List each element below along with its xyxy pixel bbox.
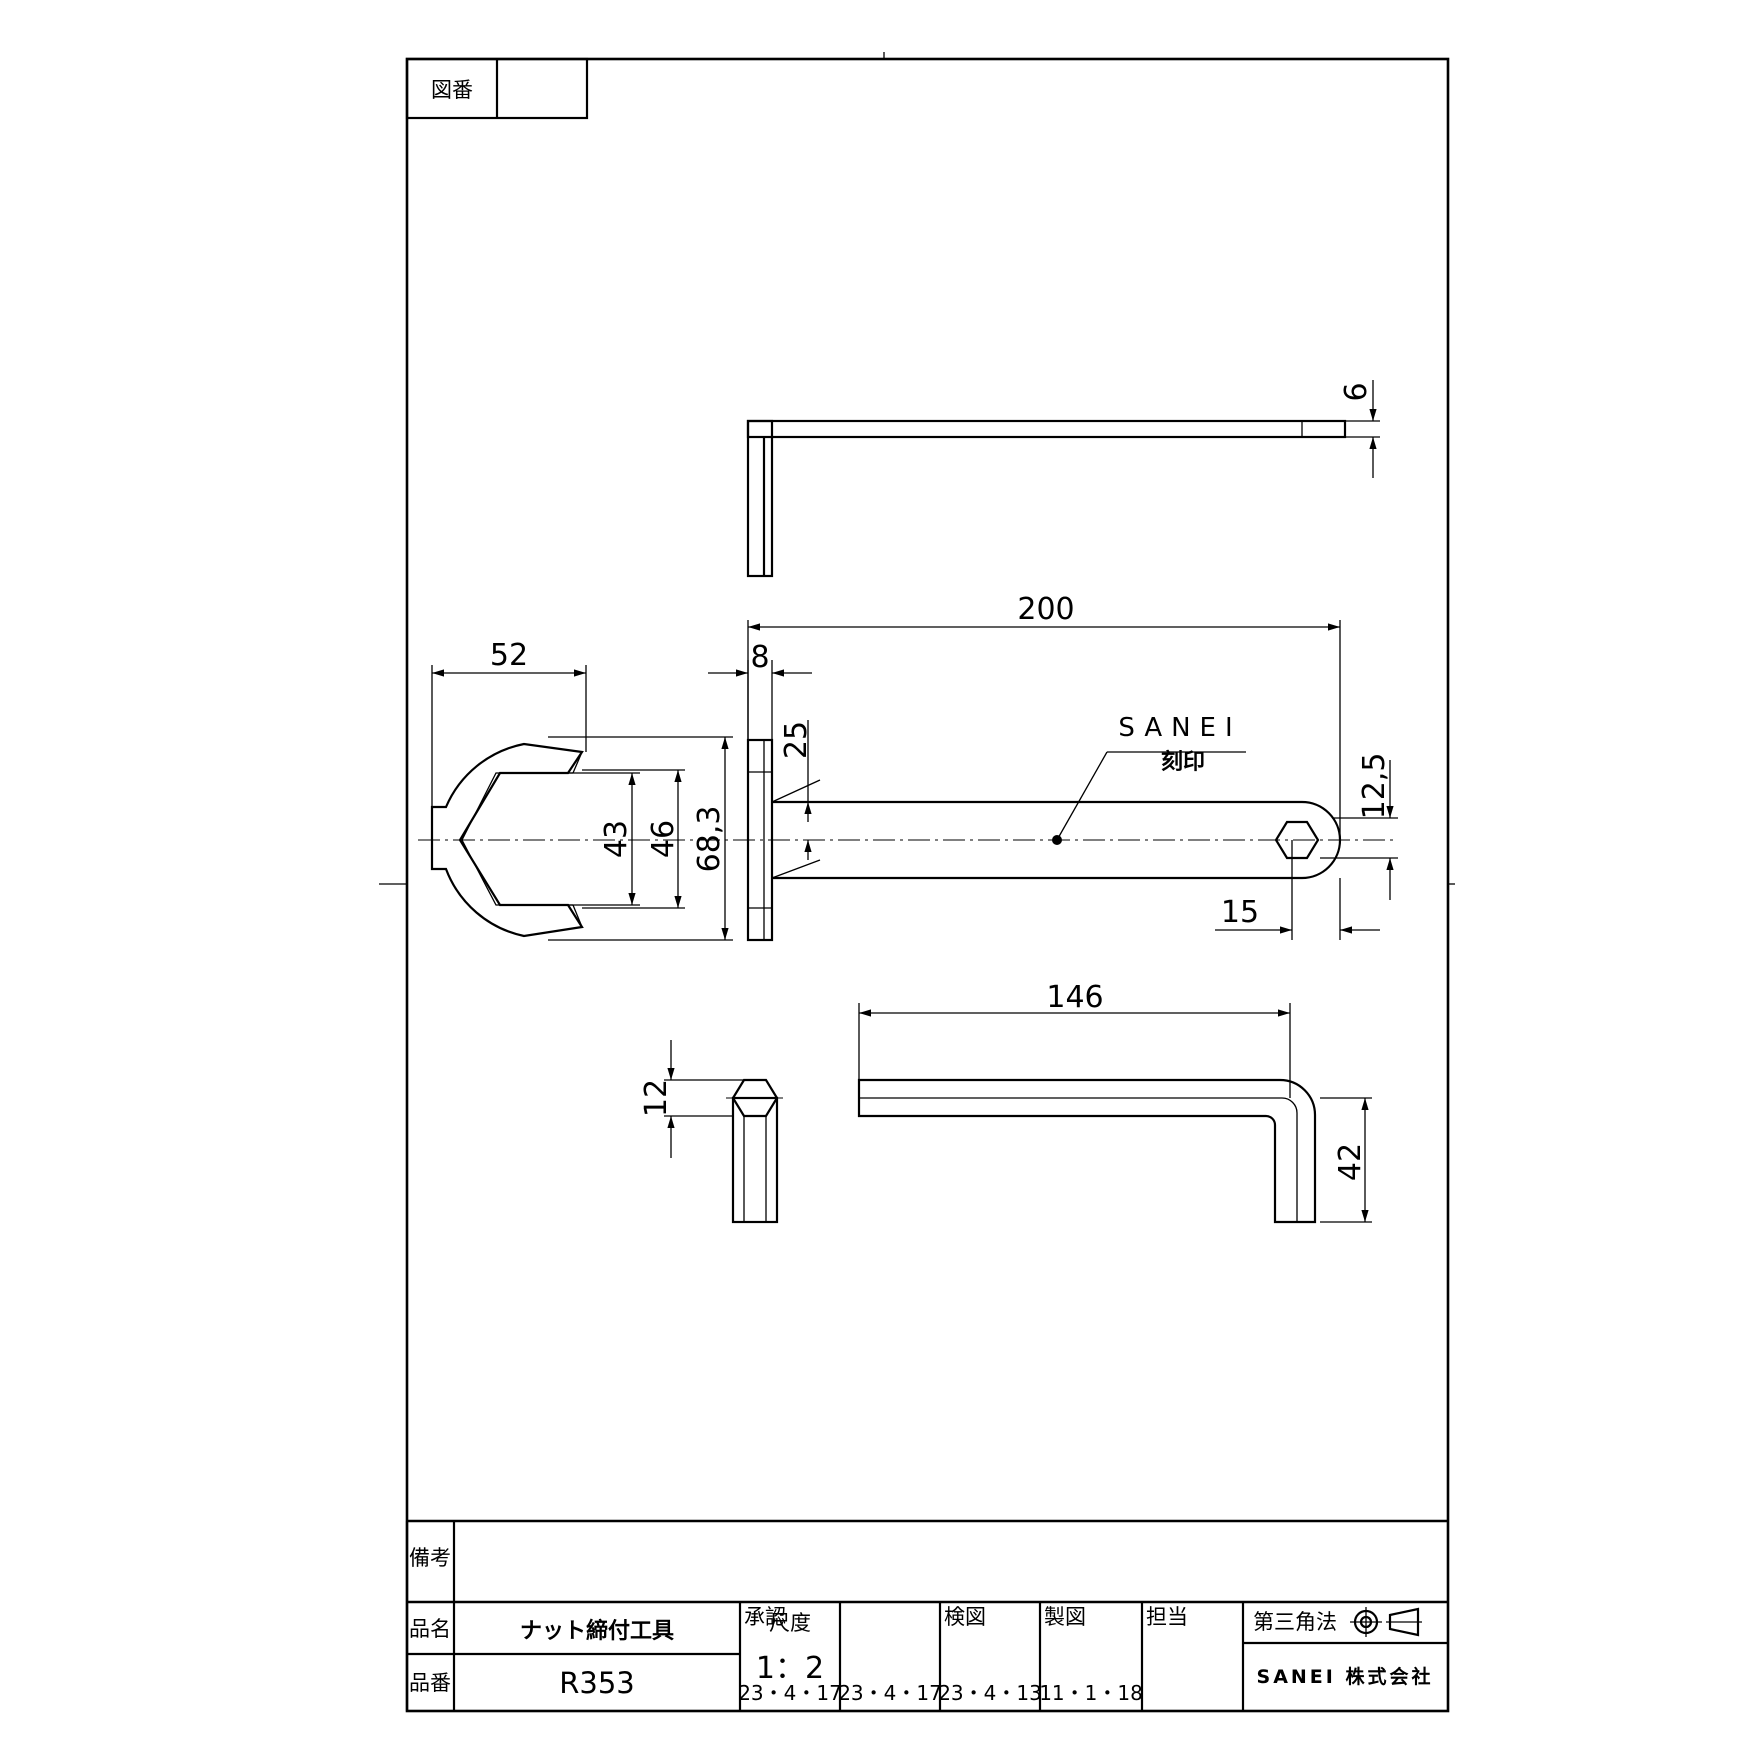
company-name: SANEI 株式会社: [1257, 1665, 1434, 1688]
dim-head-height: 68,3: [692, 806, 727, 873]
drawing-number-label: 図番: [431, 78, 473, 102]
dim-opening-inner: 43: [599, 820, 634, 858]
drawn-label: 製図: [1044, 1605, 1086, 1629]
dim-plate-thickness: 8: [750, 640, 769, 675]
drawing-frame: [379, 52, 1455, 1713]
dim-hex-key-length: 146: [1046, 980, 1103, 1015]
hex-key-end-view: 12: [639, 1040, 785, 1224]
scale-value: 1：2: [756, 1651, 824, 1686]
dim-tab-height: 25: [779, 721, 814, 759]
engraving-note: 刻印: [1161, 749, 1205, 775]
checked-date: 23・4・17: [838, 1681, 942, 1705]
dim-thickness: 6: [1339, 382, 1374, 401]
approved-date: 23・4・17: [738, 1681, 842, 1705]
third-angle-projection-icon: [1350, 1607, 1422, 1637]
drawing-number-box: 図番: [405, 57, 589, 120]
number-label: 品番: [409, 1671, 451, 1695]
charge-date: 11・1・18: [1039, 1681, 1143, 1705]
engraving-mark: SANEI: [1118, 713, 1241, 743]
hex-key-side-view: 146 42: [857, 980, 1372, 1224]
projection-label: 第三角法: [1253, 1610, 1337, 1634]
dim-hex-offset: 15: [1221, 895, 1259, 930]
dim-opening-outer: 46: [646, 820, 681, 858]
charge-label: 担当: [1146, 1605, 1188, 1629]
wrench-front-view: SANEI 刻印 200 8 52 25 43 46: [418, 592, 1398, 942]
checked-label: 検図: [944, 1605, 986, 1629]
drawn-date: 23・4・13: [938, 1681, 1042, 1705]
name-value: ナット締付工具: [520, 1618, 674, 1644]
dim-jaw-width: 52: [490, 638, 528, 673]
remarks-label: 備考: [409, 1546, 451, 1570]
dim-hex-size: 12: [639, 1079, 674, 1117]
wrench-top-view: 6: [746, 380, 1380, 578]
number-value: R353: [559, 1666, 635, 1700]
name-label: 品名: [409, 1617, 451, 1641]
dim-handle-width: 12,5: [1357, 753, 1392, 820]
title-block: 備考 品名 ナット締付工具 品番 R353 尺度 1：2 承認 23・4・17 …: [405, 1519, 1448, 1711]
approved-label: 承認: [744, 1605, 786, 1629]
dim-hex-key-leg: 42: [1333, 1143, 1368, 1181]
dim-overall-length: 200: [1017, 592, 1074, 627]
scale-label: 尺度: [769, 1611, 811, 1635]
